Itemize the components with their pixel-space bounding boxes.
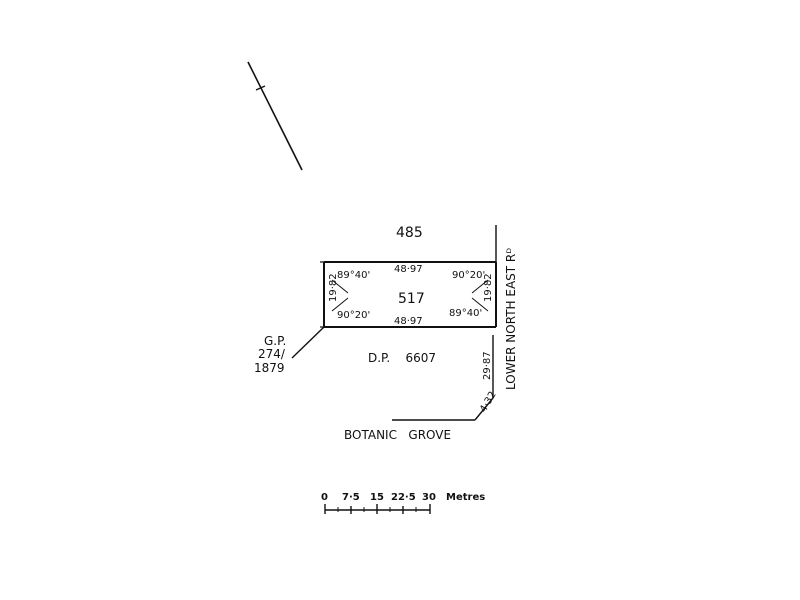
corner-ticks [320, 261, 324, 328]
angle-north-west: 89°40' [337, 270, 370, 281]
adjoining-lot-label: 485 [396, 225, 423, 241]
scale-tick-2: 15 [370, 492, 384, 503]
scale-tick-4: 30 [422, 492, 436, 503]
south-dimension: 48·97 [394, 316, 423, 327]
angle-indicators [331, 279, 489, 312]
north-line [247, 61, 303, 171]
west-dimension: 19·82 [328, 273, 339, 302]
gp-line-3: 1879 [254, 361, 285, 375]
angle-north-east: 90°20' [452, 270, 485, 281]
scale-tick-0: 0 [321, 492, 328, 503]
gp-line-1: G.P. [264, 334, 286, 348]
angle-south-west: 90°20' [337, 310, 370, 321]
gp-reference: G.P. 274/ 1879 [254, 334, 286, 375]
north-dimension: 48·97 [394, 264, 423, 275]
lot-number-label: 517 [398, 291, 425, 307]
gp-leader-line [291, 326, 325, 359]
east-dimension: 19·82 [483, 273, 494, 302]
road-east-label: LOWER NORTH EAST Rᴰ [504, 248, 518, 390]
lot-boundary [323, 261, 497, 328]
frontage-dimension: 29·87 [482, 351, 493, 380]
truncation-dimension: 4·32 [478, 390, 499, 415]
frontage-lines [392, 335, 494, 421]
deposited-plan-label: D.P. 6607 [368, 351, 436, 365]
gp-line-2: 274/ [258, 347, 286, 361]
scale-tick-3: 22·5 [391, 492, 416, 503]
scale-bar: 0 7·5 15 22·5 30 Metres [321, 492, 485, 514]
scale-unit-label: Metres [446, 492, 485, 503]
angle-south-east: 89°40' [449, 308, 482, 319]
road-south-label: BOTANIC GROVE [344, 428, 451, 442]
scale-tick-1: 7·5 [342, 492, 360, 503]
